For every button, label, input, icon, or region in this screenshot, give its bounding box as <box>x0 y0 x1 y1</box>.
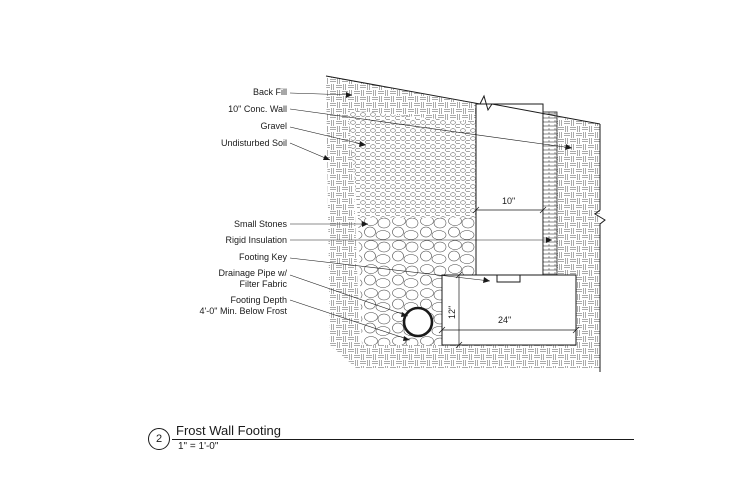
grade-line <box>325 75 601 125</box>
dimension-wall-thickness: 10" <box>502 196 516 206</box>
drainage-pipe <box>402 306 434 338</box>
label-undisturbed-soil: Undisturbed Soil <box>220 138 287 148</box>
detail-scale: 1" = 1'-0" <box>178 441 219 452</box>
label-back-fill: Back Fill <box>252 87 287 97</box>
title-underline <box>172 439 634 440</box>
small-stones-region <box>358 218 476 345</box>
leader-lines <box>289 92 573 341</box>
concrete-wall <box>475 103 544 276</box>
dimension-lines <box>438 206 580 349</box>
label-gravel: Gravel <box>260 121 287 131</box>
label-footing-depth: Footing Depth 4'-0" Min. Below Frost <box>200 295 287 317</box>
back-fill-region <box>326 76 476 123</box>
footing <box>441 274 577 346</box>
gravel-region <box>348 110 476 218</box>
label-rigid-insulation: Rigid Insulation <box>225 235 287 245</box>
interior-soil-region <box>557 117 600 345</box>
label-drainage-pipe-line2: Filter Fabric <box>239 279 287 289</box>
label-footing-depth-line2: 4'-0" Min. Below Frost <box>199 306 287 316</box>
label-drainage-pipe-line1: Drainage Pipe w/ <box>218 268 287 278</box>
dimension-footing-width: 24" <box>498 315 512 325</box>
leader-arrows <box>323 92 572 341</box>
rigid-insulation <box>542 111 558 276</box>
label-small-stones: Small Stones <box>233 219 287 229</box>
detail-title: Frost Wall Footing <box>176 423 281 438</box>
undisturbed-soil-bottom-region <box>330 345 600 368</box>
detail-number-circle: 2 <box>148 428 170 450</box>
label-footing-depth-line1: Footing Depth <box>230 295 287 305</box>
right-break-line <box>594 124 606 372</box>
label-drainage-pipe: Drainage Pipe w/ Filter Fabric <box>218 268 287 290</box>
dimension-footing-height: 12" <box>447 305 457 319</box>
label-footing-key: Footing Key <box>238 252 287 262</box>
label-concrete-wall: 10" Conc. Wall <box>228 104 287 114</box>
